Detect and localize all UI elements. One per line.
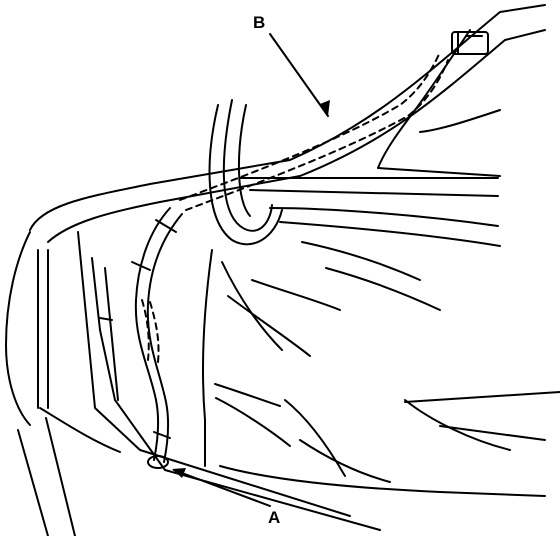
- callout-label-a: A: [268, 508, 281, 527]
- left-side-trim: [5, 231, 381, 536]
- callout-label-b: B: [253, 13, 266, 32]
- upper-side-panel: [377, 29, 501, 177]
- trunk-well-contours: [201, 241, 560, 497]
- harness-b: [179, 51, 449, 211]
- hinge-loop: [208, 99, 283, 246]
- rear-shelf: [239, 177, 501, 247]
- connector-clip: [451, 31, 489, 55]
- harness-a: [131, 207, 183, 469]
- trunk-opening-edge: [29, 4, 546, 409]
- callout-b-leader: [269, 33, 330, 117]
- callout-a-leader: [172, 468, 271, 507]
